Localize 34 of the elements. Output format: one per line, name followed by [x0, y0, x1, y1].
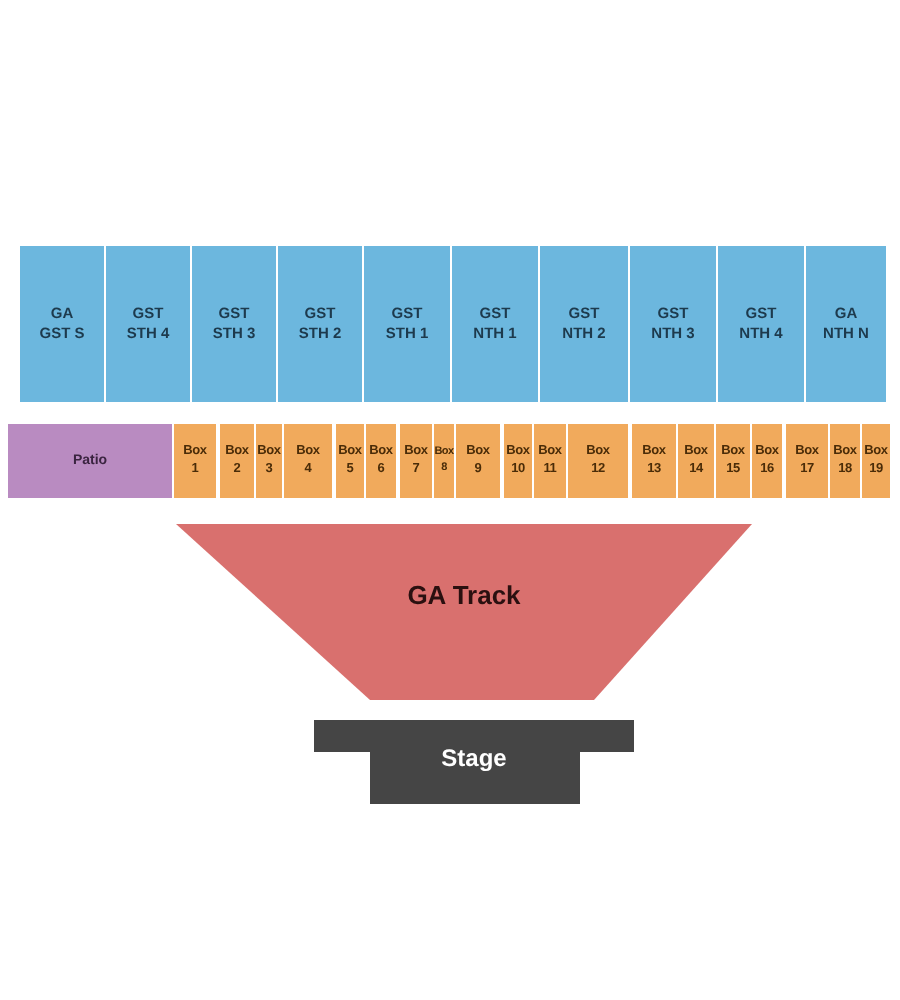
stage: [314, 720, 634, 804]
seating-section: [20, 246, 104, 402]
seating-section: [278, 246, 362, 402]
seating-section: [630, 246, 716, 402]
seating-section: [452, 246, 538, 402]
box-seat-section: [716, 424, 750, 498]
box-seat-section: [220, 424, 254, 498]
ga-track-area: [176, 524, 752, 700]
box-seat-section: [504, 424, 532, 498]
box-seat-section: [400, 424, 432, 498]
box-seat-section: [336, 424, 364, 498]
box-seat-section: [174, 424, 216, 498]
seating-section: [192, 246, 276, 402]
box-seat-section: [256, 424, 282, 498]
box-seat-section: [456, 424, 500, 498]
box-seat-section: [830, 424, 860, 498]
seating-section: [540, 246, 628, 402]
box-seat-section: [752, 424, 782, 498]
seating-section: [806, 246, 886, 402]
box-seat-section: [786, 424, 828, 498]
box-seat-section: [284, 424, 332, 498]
section-label: Stage: [441, 744, 507, 772]
seating-section: [718, 246, 804, 402]
box-seat-section: [568, 424, 628, 498]
box-seat-section: [632, 424, 676, 498]
box-seat-section: [366, 424, 396, 498]
seating-section: [106, 246, 190, 402]
box-seat-section: [534, 424, 566, 498]
seating-section: [364, 246, 450, 402]
section-label: GA Track: [407, 580, 521, 610]
box-seat-section: [678, 424, 714, 498]
patio-area: [8, 424, 172, 498]
box-seat-section: [434, 424, 454, 498]
box-seat-section: [862, 424, 890, 498]
